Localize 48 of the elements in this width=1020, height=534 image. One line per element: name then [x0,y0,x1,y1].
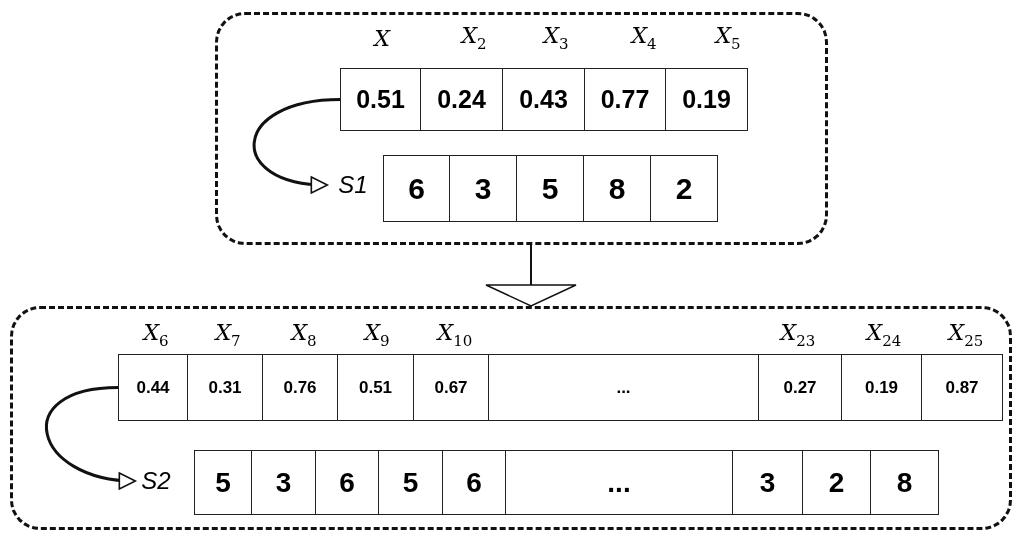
variable-label: X$_{7}$ [215,320,241,350]
variable-label: X$_{3}$ [543,23,569,53]
value-cell: 0.76 [263,354,338,421]
variable-label: X$_{8}$ [291,320,317,350]
dashed-panel [215,12,828,245]
value-cell: 8 [584,155,651,222]
value-cell: 3 [450,155,517,222]
variable-label: X$_{24}$ [866,320,902,350]
value-cell: 0.31 [188,354,263,421]
dashed-panel [10,306,1012,530]
value-cell: 0.19 [666,68,748,131]
value-cell: 0.67 [414,354,489,421]
value-cell: ... [489,354,759,421]
value-cell: 5 [194,450,252,515]
arrow [485,244,577,307]
arrow [252,98,341,193]
value-cell: 0.51 [338,354,414,421]
value-cell: 0.27 [759,354,842,421]
variable-label: X$_{25}$ [948,320,984,350]
variable-label: X$_{23}$ [780,320,816,350]
sequence-name: S2 [136,466,176,496]
sequence-name: S1 [328,170,378,200]
value-cell: 2 [651,155,718,222]
value-cell: 0.44 [118,354,188,421]
variable-label: X [374,25,390,51]
value-cell: 0.19 [842,354,922,421]
value-cell: 8 [871,450,939,515]
variable-label: X$_{4}$ [631,23,657,53]
value-cell: ... [506,450,733,515]
arrow [45,386,137,489]
value-cell: 3 [733,450,803,515]
value-cell: 0.24 [421,68,503,131]
value-cell: 5 [379,450,443,515]
value-cell: 3 [252,450,316,515]
value-cell: 0.87 [922,354,1003,421]
value-cell: 6 [443,450,506,515]
value-cell: 6 [316,450,379,515]
value-cell: 2 [803,450,871,515]
value-cell: 6 [383,155,450,222]
value-cell: 0.43 [503,68,585,131]
value-cell: 0.51 [340,68,421,131]
value-cell: 0.77 [585,68,666,131]
variable-label: X$_{2}$ [461,23,487,53]
variable-label: X$_{5}$ [715,23,741,53]
variable-label: X$_{6}$ [143,320,169,350]
value-cell: 5 [517,155,584,222]
variable-label: X$_{10}$ [437,320,473,350]
variable-label: X$_{9}$ [364,320,390,350]
